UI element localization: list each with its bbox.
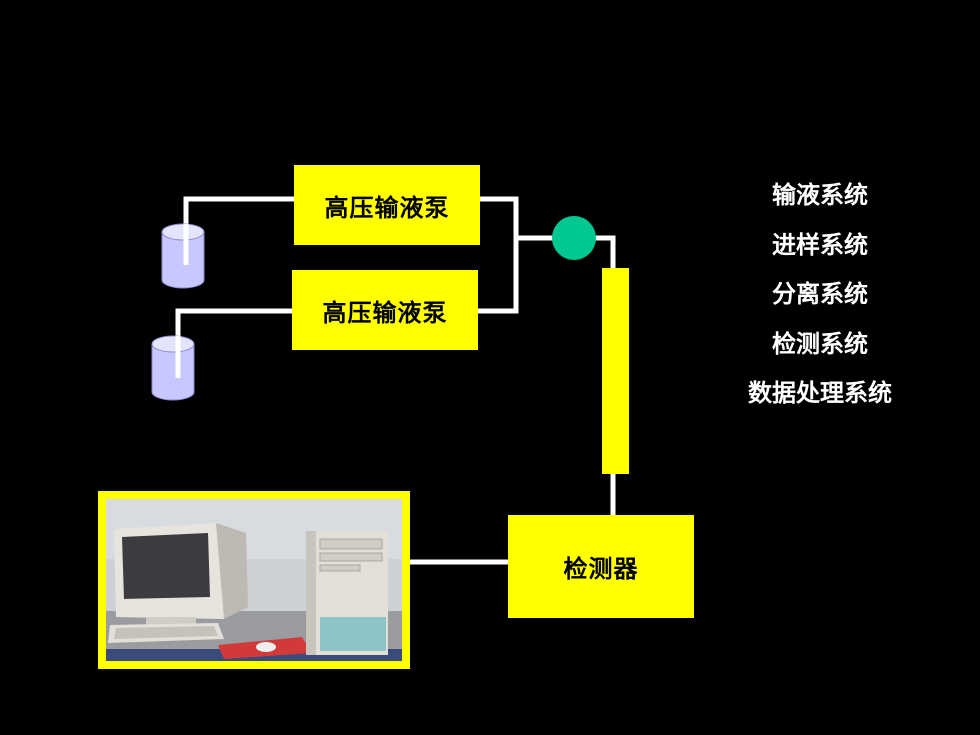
legend-item: 数据处理系统 [748, 378, 892, 407]
pump-top-label: 高压输液泵 [324, 192, 450, 222]
legend-item: 检测系统 [772, 328, 868, 358]
tube-pump2-to-junction [475, 235, 519, 314]
detector-label: 检测器 [563, 554, 639, 583]
tube-reservoir2-to-pump2 [175, 308, 295, 381]
pump-bottom: 高压输液泵 [292, 270, 478, 350]
detector: 检测器 [508, 515, 694, 618]
injection-valve-icon [552, 216, 596, 260]
computer-photo-frame [98, 491, 410, 669]
pump-bottom-label: 高压输液泵 [322, 297, 448, 327]
legend-item: 分离系统 [772, 279, 868, 308]
chromatography-column-icon [602, 268, 629, 474]
solvent-bottle-icon [151, 335, 195, 401]
legend-item: 进样系统 [772, 229, 868, 259]
solvent-bottle-icon [161, 223, 205, 289]
computer-workstation-photo [106, 499, 402, 661]
tube-pump1-to-junction [477, 196, 519, 241]
system-legend: 输液系统 进样系统 分离系统 检测系统 数据处理系统 [720, 175, 920, 423]
legend-item: 输液系统 [772, 180, 868, 209]
tube-injector-to-column [593, 235, 616, 271]
pump-top: 高压输液泵 [294, 165, 480, 245]
